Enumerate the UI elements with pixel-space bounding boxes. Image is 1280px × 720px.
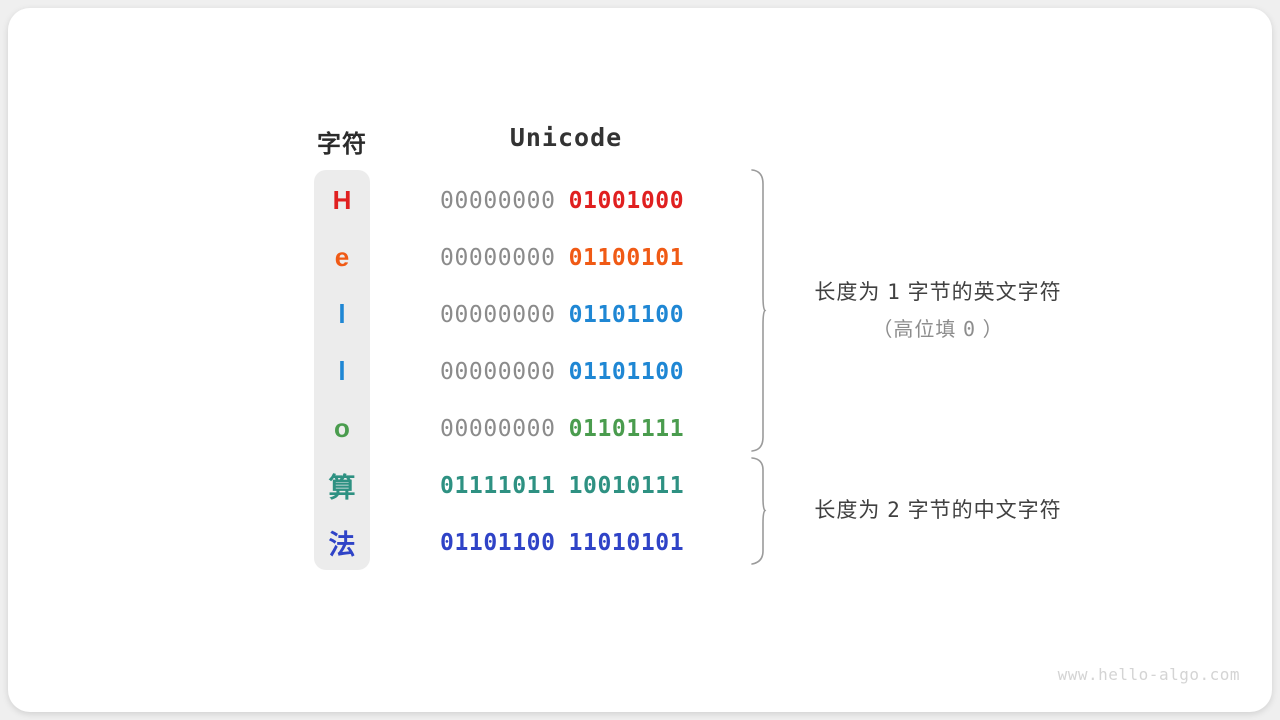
high-byte: 00000000 (440, 415, 556, 442)
annotation-sub-suffix: ） (982, 319, 1004, 341)
watermark: www.hello-algo.com (1057, 665, 1240, 684)
unicode-bits: 01111011 10010111 (440, 457, 684, 514)
high-byte: 01101100 (440, 529, 556, 556)
char-cell: 法 (328, 530, 356, 560)
low-byte: 01101100 (568, 301, 685, 328)
low-byte: 01101100 (568, 358, 685, 385)
high-byte: 00000000 (440, 244, 556, 271)
unicode-bits: 00000000 01101111 (440, 400, 684, 457)
char-cell: l (338, 299, 346, 329)
unicode-bits: 00000000 01101100 (440, 286, 684, 343)
annotation-one-byte-suffix: 字节的英文字符 (907, 281, 1062, 304)
unicode-bits: 01101100 11010101 (440, 514, 684, 571)
char-cell: H (332, 185, 352, 215)
low-byte: 01001000 (568, 187, 685, 214)
annotation-two-byte-prefix: 长度为 (814, 499, 881, 522)
column-header-char: 字符 (317, 131, 367, 158)
table-row: 算 01111011 10010111 (314, 457, 734, 514)
annotation-sub-number: 0 (962, 317, 977, 341)
brace-one-byte (751, 169, 767, 452)
table-row: e 00000000 01100101 (314, 229, 734, 286)
low-byte: 01101111 (568, 415, 685, 442)
char-cell: o (334, 413, 350, 443)
annotation-one-byte-sub: （高位填 0 ） (768, 311, 1108, 348)
high-byte: 01111011 (440, 472, 556, 499)
annotation-one-byte-number: 1 (887, 280, 901, 304)
char-cell: 算 (328, 473, 356, 503)
high-byte: 00000000 (440, 358, 556, 385)
unicode-bits: 00000000 01001000 (440, 172, 684, 229)
high-byte: 00000000 (440, 301, 556, 328)
low-byte: 01100101 (568, 244, 685, 271)
char-cell: l (338, 356, 346, 386)
annotation-two-byte: 长度为 2 字节的中文字符 (768, 492, 1108, 529)
table-row: 法 01101100 11010101 (314, 514, 734, 571)
table-row: o 00000000 01101111 (314, 400, 734, 457)
annotation-one-byte: 长度为 1 字节的英文字符 （高位填 0 ） (768, 274, 1108, 348)
column-header-unicode: Unicode (509, 123, 623, 152)
char-cell: e (334, 242, 350, 272)
low-byte: 10010111 (568, 472, 685, 499)
table-row: l 00000000 01101100 (314, 286, 734, 343)
table-row: l 00000000 01101100 (314, 343, 734, 400)
high-byte: 00000000 (440, 187, 556, 214)
unicode-bits: 00000000 01100101 (440, 229, 684, 286)
table-row: H 00000000 01001000 (314, 172, 734, 229)
annotation-sub-prefix: （高位填 (872, 319, 957, 341)
annotation-one-byte-prefix: 长度为 (814, 281, 881, 304)
char-column-background (314, 170, 370, 570)
annotation-two-byte-suffix: 字节的中文字符 (907, 499, 1062, 522)
low-byte: 11010101 (568, 529, 685, 556)
unicode-bits: 00000000 01101100 (440, 343, 684, 400)
brace-two-byte (751, 457, 767, 565)
annotation-two-byte-number: 2 (887, 498, 901, 522)
